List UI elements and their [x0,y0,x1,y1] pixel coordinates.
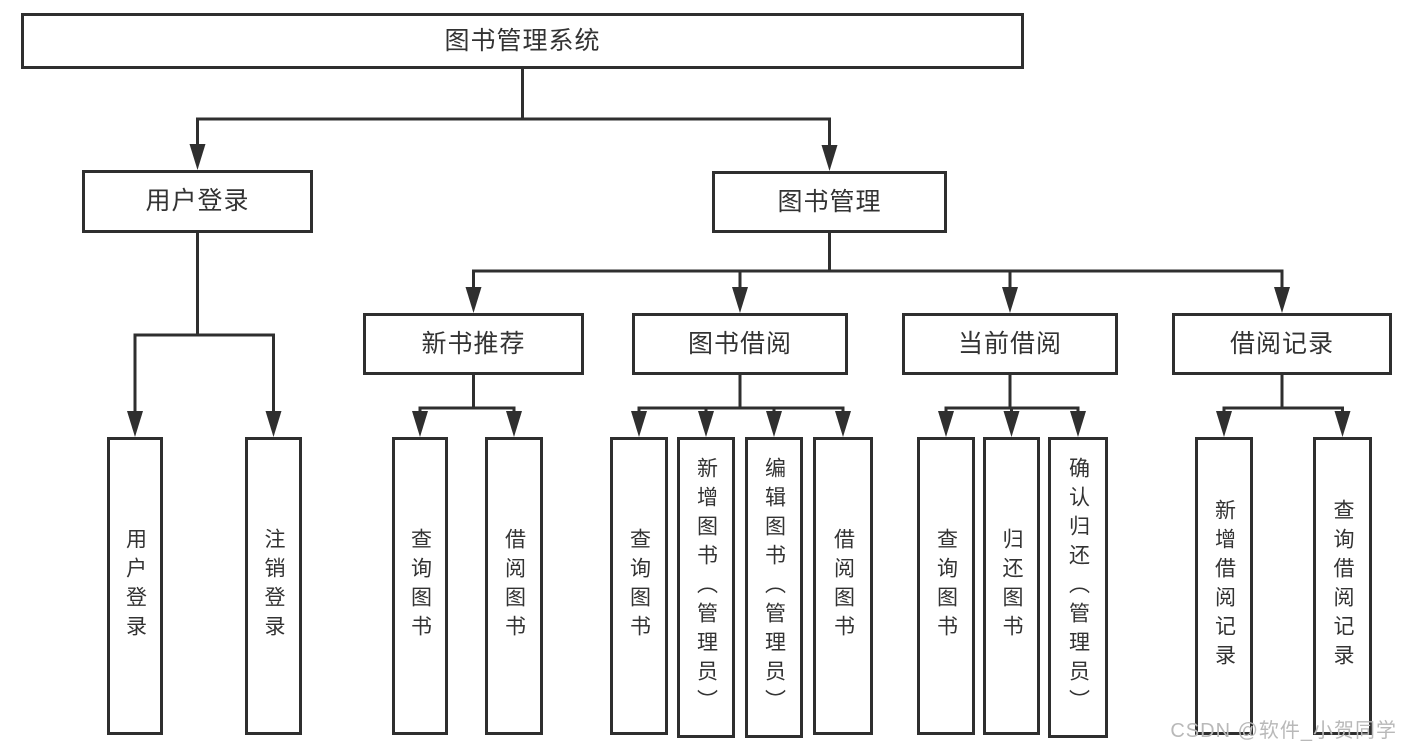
node-new-book-recommend-label: 新书推荐 [421,329,526,358]
node-borrowing-records: 借阅记录 [1172,313,1392,375]
node-borrowing-records-label: 借阅记录 [1229,329,1334,358]
leaf-cb-query-book-label: 查询图书 [934,528,958,644]
leaf-bb-borrow-book: 借阅图书 [813,437,873,735]
node-current-borrowing-label: 当前借阅 [957,329,1062,358]
node-book-management-label: 图书管理 [777,187,882,216]
leaf-bb-add-book-admin-label: 新增图书（管理员） [694,457,718,718]
leaf-cb-query-book: 查询图书 [917,437,975,735]
leaf-logout: 注销登录 [245,437,302,735]
leaf-cb-return-book-label: 归还图书 [1000,528,1024,644]
leaf-bb-edit-book-admin: 编辑图书（管理员） [745,437,803,738]
leaf-bb-query-book: 查询图书 [610,437,668,735]
arrowhead-icons [127,144,1351,437]
leaf-bb-borrow-book-label: 借阅图书 [831,528,855,644]
leaf-br-query-record-label: 查询借阅记录 [1331,499,1355,673]
node-user-login-label: 用户登录 [145,187,250,215]
leaf-br-query-record: 查询借阅记录 [1313,437,1372,735]
leaf-nbr-borrow-book: 借阅图书 [485,437,543,735]
node-current-borrowing: 当前借阅 [902,313,1118,375]
leaf-cb-return-book: 归还图书 [983,437,1040,735]
leaf-nbr-borrow-book-label: 借阅图书 [502,528,526,644]
leaf-br-add-record-label: 新增借阅记录 [1212,499,1236,673]
leaf-user-login-label: 用户登录 [123,528,147,644]
leaf-nbr-query-book-label: 查询图书 [408,528,432,644]
leaf-nbr-query-book: 查询图书 [392,437,448,735]
leaf-bb-edit-book-admin-label: 编辑图书（管理员） [762,457,786,718]
node-book-borrowing-label: 图书借阅 [687,329,792,358]
root-node-system: 图书管理系统 [21,13,1024,69]
node-user-login: 用户登录 [82,170,313,233]
leaf-cb-confirm-return-admin-label: 确认归还（管理员） [1066,457,1090,718]
node-new-book-recommend: 新书推荐 [363,313,584,375]
leaf-bb-query-book-label: 查询图书 [627,528,651,644]
leaf-cb-confirm-return-admin: 确认归还（管理员） [1048,437,1108,738]
csdn-watermark: CSDN @软件_小贺同学 [1170,720,1397,742]
root-node-label: 图书管理系统 [444,26,601,55]
node-book-borrowing: 图书借阅 [632,313,848,375]
leaf-bb-add-book-admin: 新增图书（管理员） [677,437,735,738]
node-book-management: 图书管理 [712,171,947,233]
leaf-user-login: 用户登录 [107,437,163,735]
leaf-logout-label: 注销登录 [262,528,286,644]
leaf-br-add-record: 新增借阅记录 [1195,437,1253,735]
